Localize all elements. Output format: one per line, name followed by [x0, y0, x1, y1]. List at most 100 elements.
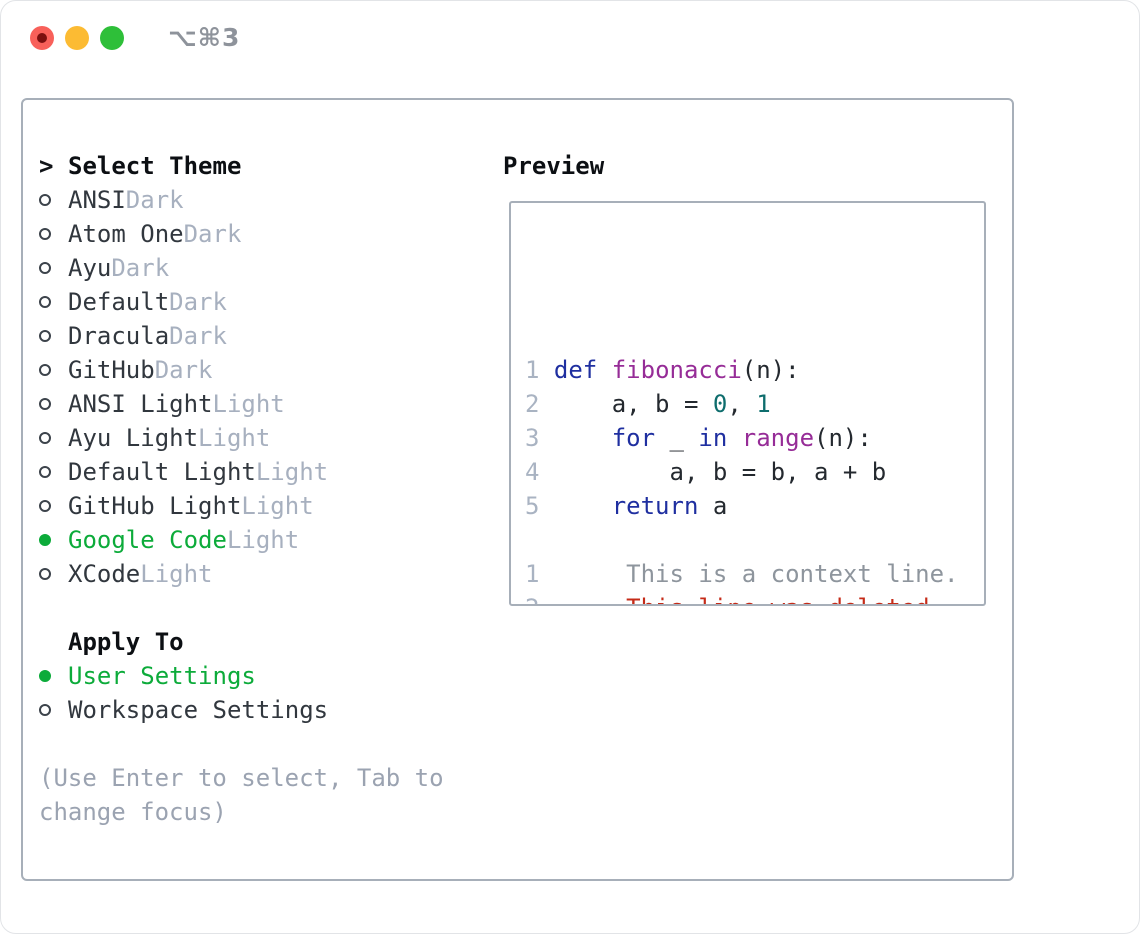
line-number: 2 [525, 390, 540, 418]
theme-option[interactable]: GitHub Light Light [39, 489, 479, 523]
theme-option[interactable]: ANSI Light Light [39, 387, 479, 421]
code-token: , [727, 390, 757, 418]
theme-option-variant: Dark [125, 186, 184, 214]
theme-option-name: ANSI [68, 186, 126, 214]
theme-option-variant: Light [255, 458, 329, 486]
theme-option-variant: Light [198, 424, 271, 452]
radio-circle-icon [39, 330, 51, 342]
apply-to-header-label: Apply To [68, 628, 184, 656]
close-button[interactable] [30, 26, 54, 50]
theme-option[interactable]: Ayu Light Light [39, 421, 479, 455]
apply-target-option[interactable]: Workspace Settings [39, 693, 479, 727]
radio-circle-icon [39, 500, 51, 512]
radio-selected-icon [39, 534, 51, 546]
marker-cell [39, 704, 68, 716]
marker-cell: > [39, 149, 68, 183]
theme-option[interactable]: Default Dark [39, 285, 479, 319]
code-token: return [611, 492, 699, 520]
code-token: for [611, 424, 656, 452]
theme-option-variant: Dark [154, 356, 213, 384]
code-token: 1 [756, 390, 771, 418]
theme-option-variant: Light [140, 560, 213, 588]
theme-option[interactable]: Google Code Light [39, 523, 479, 557]
code-line: 5 return a [525, 489, 958, 523]
line-number: 5 [525, 492, 540, 520]
theme-option-name: Ayu Light [68, 424, 199, 452]
theme-option-name: ANSI Light [68, 390, 213, 418]
marker-cell [39, 330, 68, 342]
apply-target-name: Workspace Settings [68, 696, 329, 724]
theme-option-name: GitHub Light [68, 492, 242, 520]
code-token [554, 424, 612, 452]
minimize-button[interactable] [65, 26, 89, 50]
theme-option-name: Google Code [68, 526, 227, 554]
theme-option-variant: Dark [169, 288, 227, 316]
help-text: (Use Enter to select, Tab to change focu… [39, 764, 444, 826]
code-token [727, 424, 741, 452]
radio-circle-icon [39, 228, 51, 240]
code-token: fibonacci [611, 356, 742, 384]
code-token: a, b = b, a + b [553, 458, 887, 486]
apply-target-name: User Settings [68, 662, 256, 690]
theme-option[interactable]: XCode Light [39, 557, 479, 591]
radio-circle-icon [39, 704, 51, 716]
code-token: (n): [814, 424, 872, 452]
theme-option-name: GitHub [68, 356, 155, 384]
theme-option[interactable]: Dracula Dark [39, 319, 479, 353]
radio-selected-icon [39, 670, 51, 682]
theme-option-variant: Dark [183, 220, 242, 248]
theme-option-name: XCode [68, 560, 141, 588]
radio-circle-icon [39, 364, 51, 376]
code-token: def [553, 356, 598, 384]
theme-option-variant: Light [226, 526, 300, 554]
marker-cell [39, 194, 68, 206]
theme-option[interactable]: Default Light Light [39, 455, 479, 489]
marker-cell [39, 432, 68, 444]
code-token: range [741, 424, 815, 452]
theme-option[interactable]: Atom One Dark [39, 217, 479, 251]
zoom-button[interactable] [100, 26, 124, 50]
apply-target-option[interactable]: User Settings [39, 659, 479, 693]
marker-cell [39, 296, 68, 308]
radio-circle-icon [39, 432, 51, 444]
theme-option-name: Default [68, 288, 170, 316]
radio-circle-icon [39, 398, 51, 410]
radio-circle-icon [39, 194, 51, 206]
marker-cell [39, 262, 68, 274]
cursor-icon: > [39, 152, 54, 180]
close-button-dot-icon [37, 33, 47, 43]
preview-title: Preview [503, 152, 605, 180]
marker-cell [39, 466, 68, 478]
line-number: 4 [525, 458, 540, 486]
line-number: 1 [525, 356, 540, 384]
code-line: 2 a, b = 0, 1 [525, 387, 958, 421]
spacer-row [39, 591, 479, 625]
theme-option-name: Ayu [68, 254, 112, 282]
code-token: in [698, 424, 728, 452]
marker-cell [39, 534, 68, 546]
theme-option[interactable]: GitHub Dark [39, 353, 479, 387]
theme-option[interactable]: ANSI Dark [39, 183, 479, 217]
code-token: _ [655, 424, 699, 452]
diff-line: 1 This is a context line. [525, 557, 958, 591]
titlebar: ⌥⌘3 [1, 1, 1139, 75]
line-number: 2 [525, 594, 539, 604]
marker-cell [39, 670, 68, 682]
code-token: - This line was deleted. [554, 594, 944, 604]
window-shortcut-label: ⌥⌘3 [168, 23, 241, 52]
theme-option-variant: Light [241, 492, 314, 520]
marker-cell [39, 398, 68, 410]
radio-circle-icon [39, 466, 51, 478]
marker-cell [39, 568, 68, 580]
radio-circle-icon [39, 262, 51, 274]
theme-option-name: Atom One [68, 220, 184, 248]
theme-option-name: Default Light [68, 458, 256, 486]
theme-option-variant: Dark [169, 322, 227, 350]
marker-cell [39, 228, 68, 240]
theme-option[interactable]: Ayu Dark [39, 251, 479, 285]
